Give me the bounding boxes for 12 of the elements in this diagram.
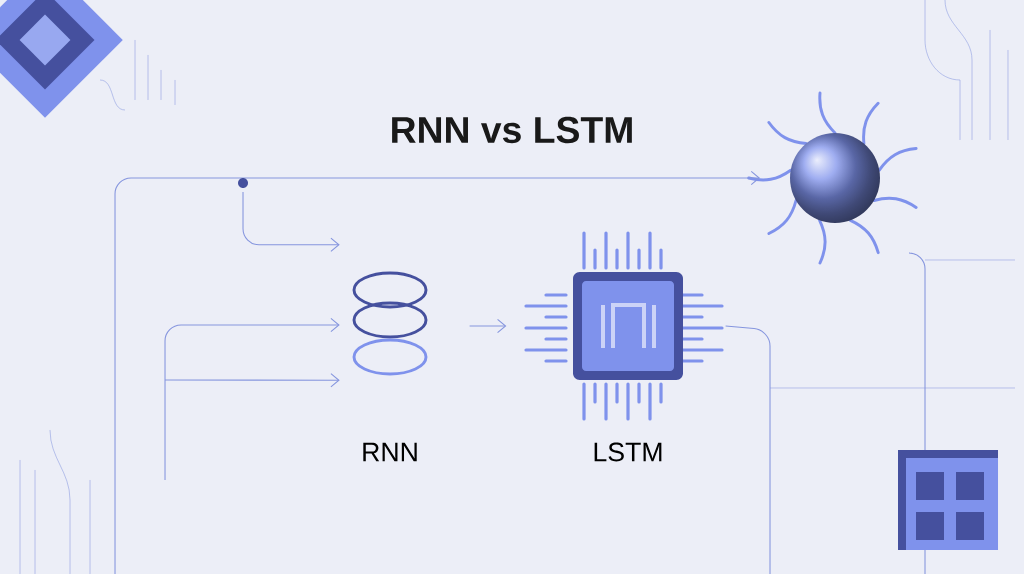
sphere-drawing (747, 91, 918, 265)
node-label: LSTM (594, 442, 662, 462)
connector-line (725, 325, 771, 574)
chip-drawing (524, 231, 724, 421)
title: RNN vs LSTM (392, 116, 632, 144)
node-label: RNN (363, 442, 417, 462)
arrow (164, 373, 340, 388)
arrow (469, 318, 507, 334)
coil-stack-drawing (352, 271, 428, 376)
arrow (242, 191, 340, 252)
arrow (114, 170, 761, 574)
arrow (164, 317, 340, 481)
